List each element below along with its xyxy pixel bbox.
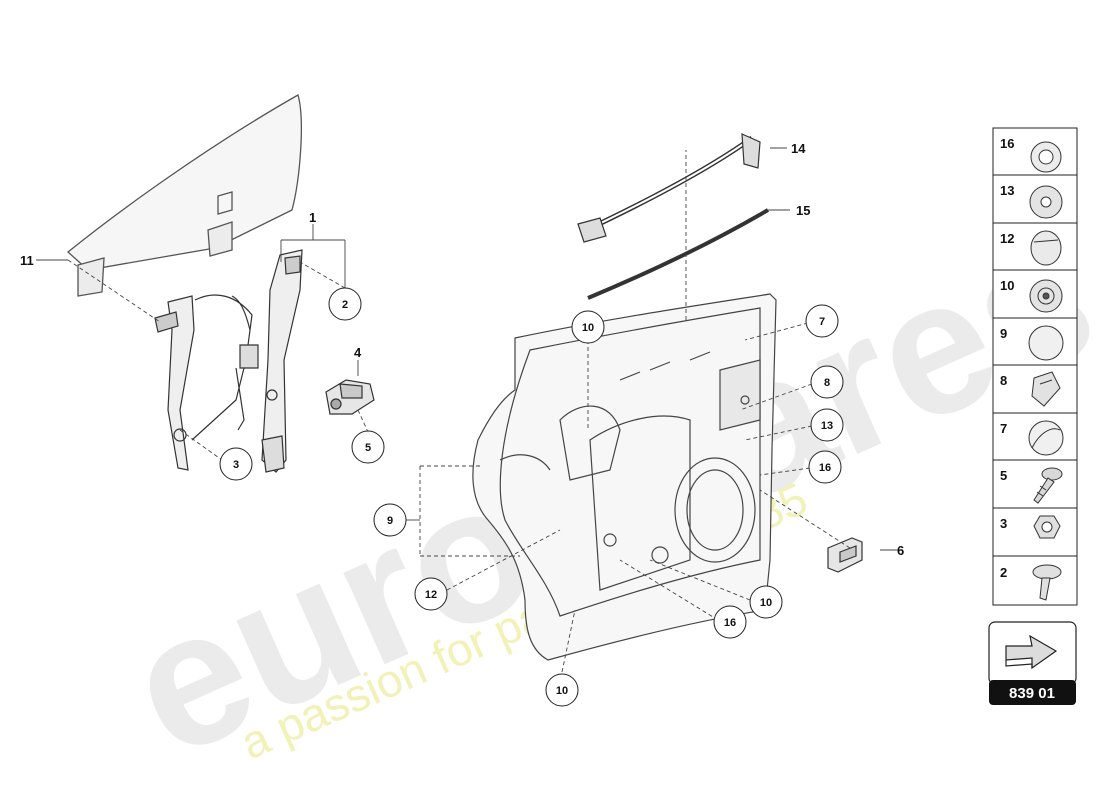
svg-text:12: 12 xyxy=(425,589,437,601)
callout-14: 14 xyxy=(791,141,806,156)
callout-6: 6 xyxy=(897,543,904,558)
svg-text:16: 16 xyxy=(819,462,831,474)
svg-text:10: 10 xyxy=(556,685,568,697)
svg-text:9: 9 xyxy=(1000,326,1007,341)
callout-16-bottom: 16 xyxy=(713,605,747,639)
callout-11: 11 xyxy=(20,253,34,268)
legend-item-16: 16 xyxy=(1000,136,1062,173)
svg-text:16: 16 xyxy=(1000,136,1014,151)
diagram-code: 839 01 xyxy=(1009,685,1055,702)
svg-text:3: 3 xyxy=(233,459,239,471)
window-seals xyxy=(577,133,770,300)
callout-2: 2 xyxy=(328,287,362,321)
callout-1: 1 xyxy=(309,210,316,225)
legend-item-8: 8 xyxy=(1000,371,1061,407)
callout-8: 8 xyxy=(810,365,844,399)
round-cover-icon xyxy=(1028,420,1064,456)
callout-12: 12 xyxy=(414,577,448,611)
svg-text:3: 3 xyxy=(1000,516,1007,531)
svg-text:7: 7 xyxy=(819,316,825,328)
window-motor xyxy=(325,379,375,415)
door-glass xyxy=(66,94,302,297)
door-inner-panel xyxy=(472,293,777,661)
legend-item-2: 2 xyxy=(1000,564,1062,601)
svg-text:2: 2 xyxy=(1000,565,1007,580)
svg-text:8: 8 xyxy=(1000,373,1007,388)
grommet-icon xyxy=(1030,141,1062,173)
svg-text:12: 12 xyxy=(1000,231,1014,246)
svg-text:7: 7 xyxy=(1000,421,1007,436)
screw-icon xyxy=(1033,467,1063,504)
cap-plug-icon xyxy=(1030,230,1062,266)
callout-5: 5 xyxy=(351,430,385,464)
door-lock xyxy=(827,537,863,573)
clip-icon xyxy=(1031,371,1061,407)
next-diagram-arrow xyxy=(988,621,1077,685)
circled-callouts: 2 3 5 10 7 8 13 16 xyxy=(219,287,844,707)
fastener-legend: 16 13 12 10 9 xyxy=(992,127,1078,606)
legend-item-5: 5 xyxy=(1000,467,1063,504)
svg-text:5: 5 xyxy=(1000,468,1007,483)
nut-icon xyxy=(1033,515,1061,539)
arrow-icon xyxy=(1005,634,1058,670)
svg-text:5: 5 xyxy=(365,442,371,454)
bolt-icon xyxy=(1032,564,1062,601)
svg-text:10: 10 xyxy=(1000,278,1014,293)
callout-15: 15 xyxy=(796,203,810,218)
svg-text:13: 13 xyxy=(821,420,833,432)
legend-item-3: 3 xyxy=(1000,515,1061,539)
legend-item-12: 12 xyxy=(1000,230,1062,266)
legend-item-10: 10 xyxy=(1000,278,1063,313)
window-regulator xyxy=(154,249,303,473)
callout-7: 7 xyxy=(805,304,839,338)
sealing-cap-icon xyxy=(1028,325,1064,361)
callout-4: 4 xyxy=(354,345,362,360)
callout-16-right: 16 xyxy=(808,450,842,484)
plug-icon xyxy=(1029,185,1063,219)
legend-item-7: 7 xyxy=(1000,420,1064,456)
callout-10-right: 10 xyxy=(749,585,783,619)
callout-10-top: 10 xyxy=(571,310,605,344)
callout-13: 13 xyxy=(810,408,844,442)
grommet-ring-icon xyxy=(1029,279,1063,313)
callout-3: 3 xyxy=(219,447,253,481)
legend-item-9: 9 xyxy=(1000,325,1064,361)
svg-text:16: 16 xyxy=(724,617,736,629)
svg-text:13: 13 xyxy=(1000,183,1014,198)
svg-text:2: 2 xyxy=(342,299,348,311)
callout-10-bottom: 10 xyxy=(545,673,579,707)
callout-9: 9 xyxy=(373,503,407,537)
leader-lines xyxy=(36,147,900,673)
svg-text:10: 10 xyxy=(582,322,594,334)
svg-text:10: 10 xyxy=(760,597,772,609)
svg-text:9: 9 xyxy=(387,515,393,527)
svg-text:8: 8 xyxy=(824,377,830,389)
diagram-code-badge: 839 01 xyxy=(989,680,1076,705)
legend-item-13: 13 xyxy=(1000,183,1063,219)
